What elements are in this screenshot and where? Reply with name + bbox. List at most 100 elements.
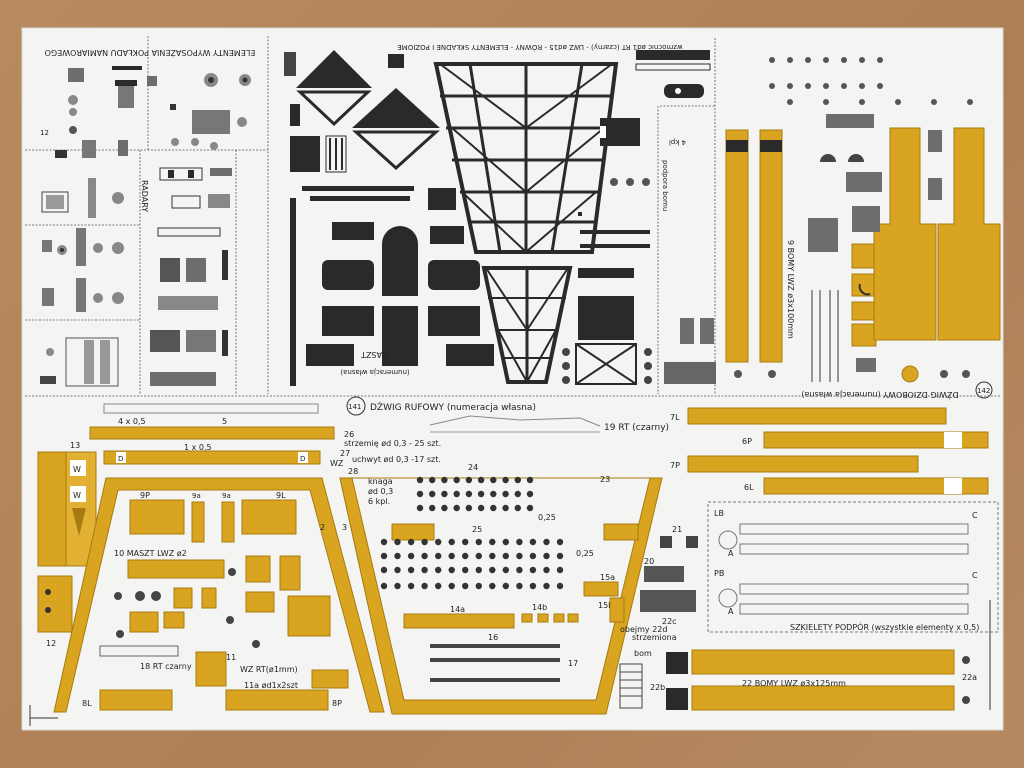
bolt-dot	[526, 490, 534, 498]
bolt-dot	[441, 476, 448, 484]
svg-text:14a: 14a	[450, 605, 465, 614]
bolt-dot	[529, 538, 537, 546]
bolt-dot	[465, 490, 473, 498]
bolt-dot	[475, 552, 482, 560]
svg-text:6P: 6P	[742, 437, 752, 446]
bolt-dot	[448, 566, 455, 574]
bolt-dot	[489, 538, 496, 546]
bolt-dot	[416, 490, 424, 498]
svg-text:9a: 9a	[192, 492, 201, 500]
bolt-dot	[477, 476, 485, 484]
bolt-dot	[448, 582, 455, 590]
dzwig-dziobowy-label: DŹWIG DZIOBOWY (numeracja własna)	[801, 390, 958, 401]
bolt-dot	[490, 476, 497, 484]
svg-text:PB: PB	[714, 569, 724, 578]
bolt-dot	[453, 490, 460, 498]
bolt-dot	[489, 552, 496, 560]
bolt-dot	[502, 552, 509, 560]
bolt-dot	[453, 476, 460, 484]
svg-text:ød 0,3: ød 0,3	[368, 487, 393, 496]
bolt-dot	[407, 566, 415, 574]
svg-text:23: 23	[600, 475, 610, 484]
maszt-label: MASZT	[361, 350, 389, 359]
bolt-dot	[462, 538, 469, 546]
bolt-dot	[462, 582, 469, 590]
bolt-dot	[502, 490, 509, 498]
podpora-label: podpora bomu	[661, 160, 669, 211]
svg-text:14b: 14b	[532, 603, 547, 612]
svg-text:1 x 0,5: 1 x 0,5	[184, 443, 212, 452]
bolt-dot	[448, 538, 455, 546]
svg-text:W: W	[73, 491, 81, 500]
svg-text:9L: 9L	[276, 491, 286, 500]
bolt-dot	[475, 582, 482, 590]
bom-label: bom	[634, 649, 652, 658]
svg-text:25: 25	[472, 525, 482, 534]
svg-text:8L: 8L	[82, 699, 92, 708]
bolt-dot	[526, 504, 534, 512]
bolt-dot	[514, 490, 521, 498]
svg-text:17: 17	[568, 659, 578, 668]
bolt-dot	[556, 582, 564, 590]
bolt-dot	[477, 490, 485, 498]
bolt-dot	[380, 552, 388, 560]
strzemie-label: strzemię ød 0,3 - 25 szt.	[344, 439, 441, 448]
wzmocnic-note: wzmocnić ød1 RT (czarny) - LWZ ød15 - RÓ…	[397, 43, 682, 52]
bolt-dot	[394, 538, 401, 546]
deck-equipment-parts: ELEMENTY WYPOSAŻENIA POKŁADU NAMIAROWEGO…	[40, 48, 255, 158]
bolt-dot	[490, 490, 497, 498]
bolt-dot	[453, 504, 460, 512]
bolt-dot	[462, 552, 469, 560]
bolt-dot	[502, 504, 509, 512]
bolt-dot	[543, 538, 550, 546]
bolt-dot	[441, 504, 448, 512]
svg-text:WZ RT(ø1mm): WZ RT(ø1mm)	[240, 665, 298, 674]
bolt-dot	[465, 504, 473, 512]
svg-text:15a: 15a	[600, 573, 615, 582]
bolt-dot	[477, 504, 485, 512]
bolt-dot	[543, 582, 550, 590]
svg-text:D: D	[118, 455, 123, 463]
bolt-dot	[516, 552, 523, 560]
bolt-dot	[475, 538, 482, 546]
rt-czarny-18: 18 RT czarny	[140, 662, 192, 671]
bolt-dot	[435, 538, 442, 546]
bolt-dot	[529, 566, 537, 574]
svg-text:3: 3	[342, 523, 347, 532]
bolt-dot	[429, 476, 436, 484]
bow-crane-parts: 9 BOMY LWZ ø3x100mm DŹWIG DZIOBOWY (nume…	[725, 57, 1001, 401]
dzwig-rufowy-label: DŹWIG RUFOWY (numeracja własna)	[370, 401, 536, 413]
svg-text:22c: 22c	[662, 617, 677, 626]
bolt-dot	[516, 566, 523, 574]
svg-text:12: 12	[40, 129, 49, 137]
bolt-dot	[441, 490, 448, 498]
bolt-dot	[502, 538, 509, 546]
bolt-dot	[502, 566, 509, 574]
svg-text:C: C	[972, 511, 978, 520]
bolt-dot	[526, 476, 534, 484]
rt-czarny-label: 19 RT (czarny)	[604, 423, 669, 433]
bolt-dot	[394, 552, 401, 560]
bolt-dot	[394, 582, 401, 590]
bolt-dot	[416, 504, 424, 512]
svg-text:13: 13	[70, 441, 80, 450]
svg-text:5: 5	[222, 417, 227, 426]
mast-parts-top: MASZT (numeracja własna)	[284, 50, 494, 386]
svg-text:15b: 15b	[598, 601, 613, 610]
svg-text:4 x 0,5: 4 x 0,5	[118, 417, 146, 426]
svg-text:W: W	[73, 465, 81, 474]
numeracja-label: (numeracja własna)	[340, 368, 410, 376]
bolt-dot	[529, 552, 537, 560]
stern-crane-parts: 141 DŹWIG RUFOWY (numeracja własna) 4 x …	[37, 396, 999, 715]
maszt-lwz-label: 10 MASZT LWZ ø2	[114, 549, 187, 558]
bomy-bottom-label: 22 BOMY LWZ ø3x125mm	[742, 679, 846, 688]
bolt-dot	[489, 566, 496, 574]
bolt-dot	[556, 538, 564, 546]
svg-text:142: 142	[977, 387, 990, 395]
svg-text:26: 26	[344, 430, 354, 439]
radary-label: RADARY	[140, 180, 149, 212]
bolt-dot	[543, 566, 550, 574]
bolt-dot	[407, 582, 415, 590]
